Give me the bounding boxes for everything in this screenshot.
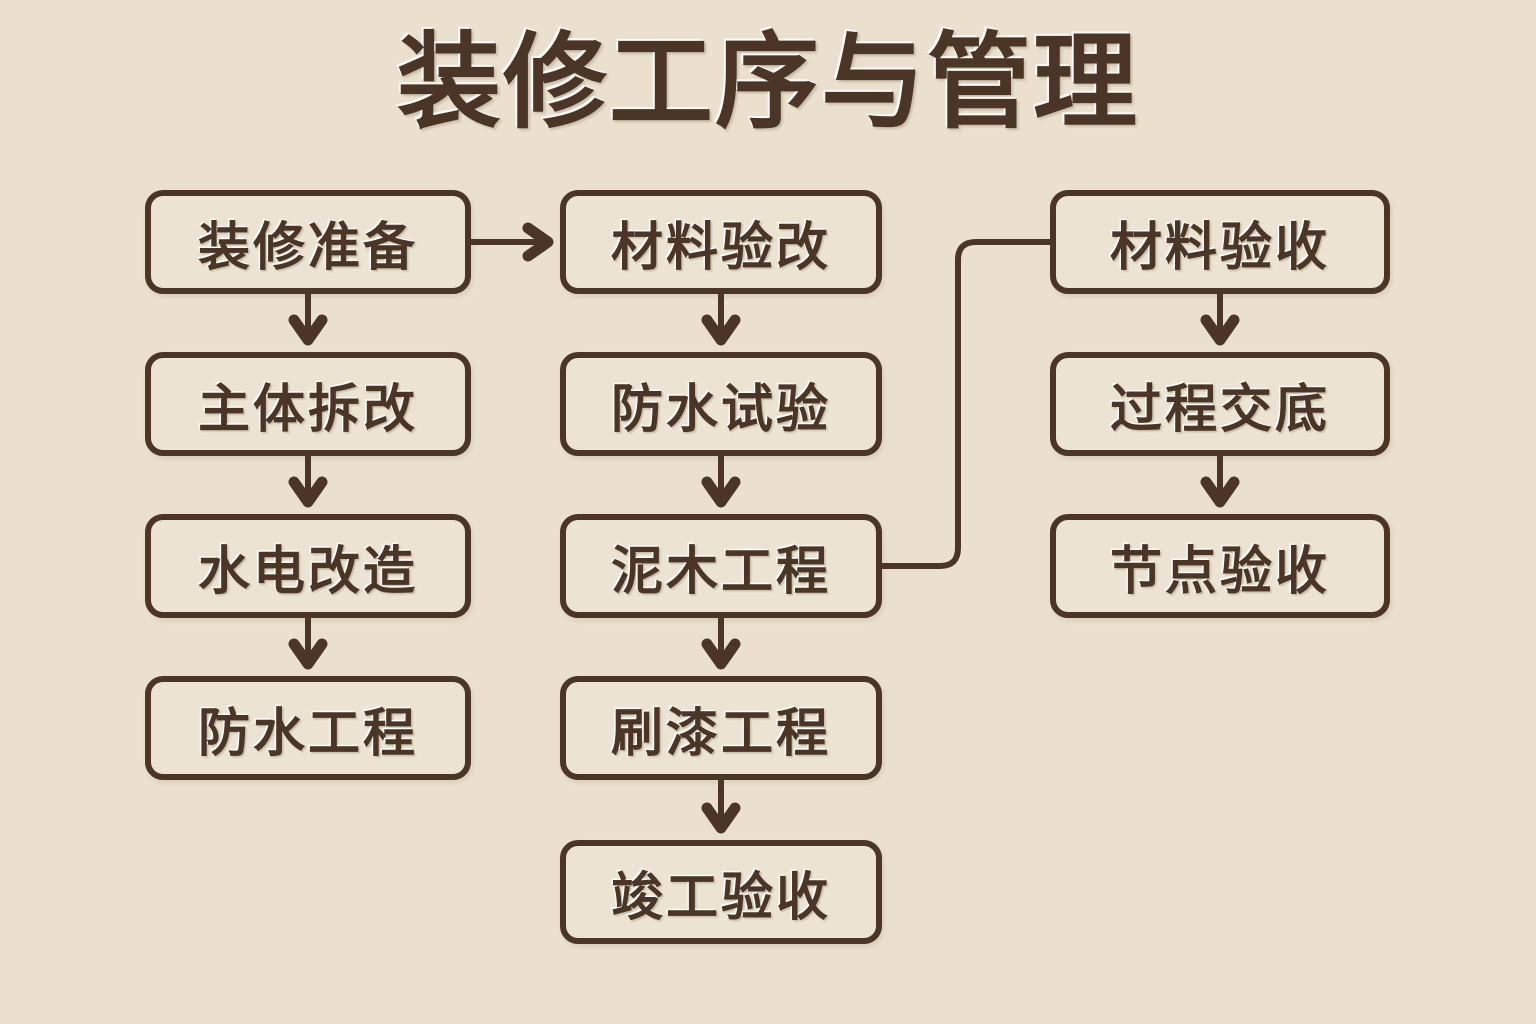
edge-mudwood-to-paint [701,615,741,670]
edge-plumb-to-waterproof [288,615,328,670]
node-final[interactable]: 竣工验收 [560,840,882,944]
node-mudwood[interactable]: 泥木工程 [560,514,882,618]
node-demo[interactable]: 主体拆改 [145,352,471,456]
edge-brief-to-nodeacc [1200,453,1240,508]
node-matacc[interactable]: 材料验收 [1050,190,1390,294]
node-nodeacc[interactable]: 节点验收 [1050,514,1390,618]
edge-mudwood-to-matacc [879,239,1053,569]
node-watertest[interactable]: 防水试验 [560,352,882,456]
node-brief[interactable]: 过程交底 [1050,352,1390,456]
node-plumb[interactable]: 水电改造 [145,514,471,618]
edge-prep-to-matcheck [468,222,554,262]
page-title: 装修工序与管理 [396,25,1139,141]
edge-prep-to-demo [288,291,328,346]
node-prep[interactable]: 装修准备 [145,190,471,294]
edge-matacc-to-brief [1200,291,1240,346]
edge-watertest-to-mudwood [701,453,741,508]
edge-matcheck-to-watertest [701,291,741,346]
node-paint[interactable]: 刷漆工程 [560,676,882,780]
node-waterproof[interactable]: 防水工程 [145,676,471,780]
edge-demo-to-plumb [288,453,328,508]
node-matcheck[interactable]: 材料验改 [560,190,882,294]
edge-paint-to-final [701,777,741,834]
